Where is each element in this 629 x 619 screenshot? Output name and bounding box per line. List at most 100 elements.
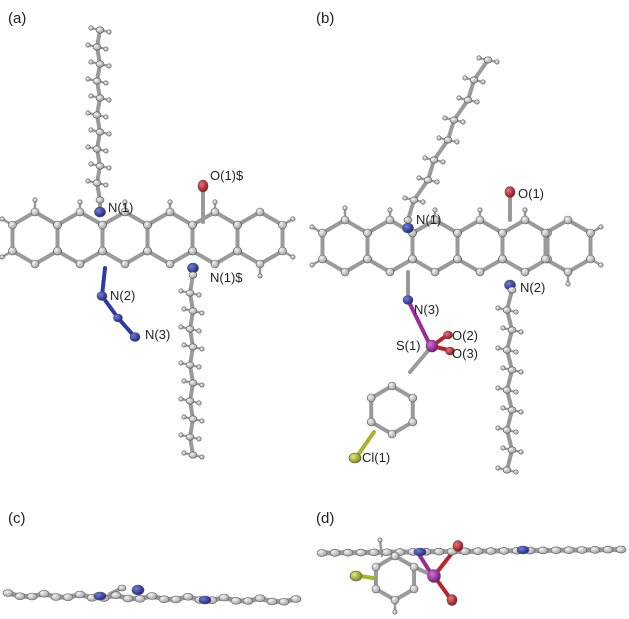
- carbon-atom: [502, 346, 512, 354]
- oxygen-atom: [197, 179, 209, 193]
- carbon-atom: [563, 546, 575, 554]
- hydrogen-atom: [178, 324, 184, 330]
- carbon-atom: [507, 286, 517, 294]
- nitrogen-atom: [129, 332, 141, 342]
- hydrogen-atom: [85, 42, 91, 48]
- hydrogen-atom: [598, 262, 604, 268]
- carbon-atom: [120, 207, 130, 217]
- carbon-atom: [185, 433, 195, 441]
- hydrogen-atom: [181, 450, 187, 456]
- panel-b-molecule: O(1) N(1) N(2) N(3) O(2) S(1) O(3) Cl(1): [309, 55, 604, 475]
- carbon-atom: [122, 594, 134, 603]
- carbon-atom: [188, 379, 198, 387]
- carbon-atom: [188, 307, 198, 315]
- carbon-atom: [387, 381, 397, 391]
- hydrogen-atom: [474, 99, 480, 105]
- carbon-atom: [2, 589, 14, 597]
- carbon-atom: [443, 136, 453, 144]
- carbon-atom: [75, 259, 85, 269]
- label-b-O1: O(1): [518, 186, 544, 201]
- hydrogen-atom: [565, 281, 571, 287]
- bond: [10, 210, 37, 227]
- bond: [258, 210, 285, 227]
- carbon-atom: [188, 220, 197, 230]
- hydrogen-atom: [178, 432, 184, 438]
- carbon-atom: [586, 254, 595, 264]
- nitrogen-atom: [516, 545, 530, 555]
- carbon-atom: [430, 215, 440, 225]
- carbon-atom: [507, 326, 517, 334]
- carbon-atom: [120, 259, 130, 269]
- hydrogen-atom: [495, 385, 501, 391]
- label-a-N3: N(3): [145, 327, 170, 342]
- panel-c-atoms: [2, 584, 302, 606]
- hydrogen-atom: [420, 199, 426, 205]
- hydrogen-atom: [199, 418, 205, 424]
- bond: [500, 257, 527, 274]
- nitrogen-atom: [131, 584, 145, 596]
- carbon-atom: [586, 228, 595, 238]
- carbon-atom: [368, 548, 380, 557]
- carbon-atom: [433, 547, 445, 556]
- panel-c-molecule: [2, 584, 302, 606]
- bond: [235, 249, 262, 266]
- panel-d-label: (d): [316, 510, 335, 527]
- carbon-atom: [541, 228, 550, 238]
- carbon-atom: [408, 254, 417, 264]
- hydrogen-atom: [495, 345, 501, 351]
- carbon-atom: [185, 397, 195, 405]
- hydrogen-atom: [122, 199, 128, 205]
- carbon-atom: [233, 246, 242, 256]
- nitrogen-atom: [402, 222, 414, 234]
- label-b-O3: O(3): [452, 346, 478, 361]
- hydrogen-atom: [495, 425, 501, 431]
- hydrogen-atom: [598, 224, 604, 230]
- hydrogen-atom: [518, 449, 524, 455]
- hydrogen-atom: [196, 292, 202, 298]
- label-b-N3: N(3): [414, 302, 439, 317]
- carbon-atom: [387, 429, 397, 439]
- hydrogen-atom: [495, 465, 501, 471]
- panel-b-atoms: [309, 55, 604, 475]
- hydrogen-atom: [178, 288, 184, 294]
- carbon-atom: [38, 589, 50, 598]
- hydrogen-atom: [106, 131, 112, 137]
- carbon-atom: [188, 343, 198, 351]
- carbon-atom: [62, 593, 74, 602]
- carbon-atom: [188, 415, 198, 423]
- hydrogen-atom: [342, 205, 348, 211]
- hydrogen-atom: [477, 207, 483, 213]
- carbon-atom: [95, 94, 105, 102]
- carbon-atom: [255, 207, 265, 217]
- carbon-atom: [8, 220, 17, 230]
- hydrogen-atom: [518, 409, 524, 415]
- hydrogen-atom: [181, 414, 187, 420]
- carbon-atom: [363, 228, 372, 238]
- carbon-atom: [143, 246, 152, 256]
- bond: [410, 257, 437, 274]
- panel-d-molecule: [316, 537, 627, 615]
- hydrogen-atom: [85, 178, 91, 184]
- hydrogen-atom: [196, 364, 202, 370]
- label-b-N1: N(1): [416, 212, 441, 227]
- carbon-atom: [429, 156, 439, 164]
- carbon-atom: [318, 228, 327, 238]
- nitrogen-atom: [96, 291, 108, 301]
- hydrogen-atom: [196, 400, 202, 406]
- carbon-atom: [502, 306, 512, 314]
- nitrogen-atom: [413, 547, 427, 557]
- bond: [566, 218, 593, 235]
- hydrogen-atom: [106, 165, 112, 171]
- carbon-atom: [110, 591, 122, 600]
- carbon-atom: [218, 593, 230, 602]
- carbon-atom: [550, 546, 562, 555]
- hydrogen-atom: [422, 155, 428, 161]
- carbon-atom: [342, 548, 354, 557]
- hydrogen-atom: [442, 115, 448, 121]
- bond: [320, 218, 347, 235]
- carbon-atom: [329, 549, 341, 557]
- carbon-atom: [409, 562, 419, 572]
- carbon-atom: [230, 596, 242, 605]
- carbon-atom: [95, 196, 105, 204]
